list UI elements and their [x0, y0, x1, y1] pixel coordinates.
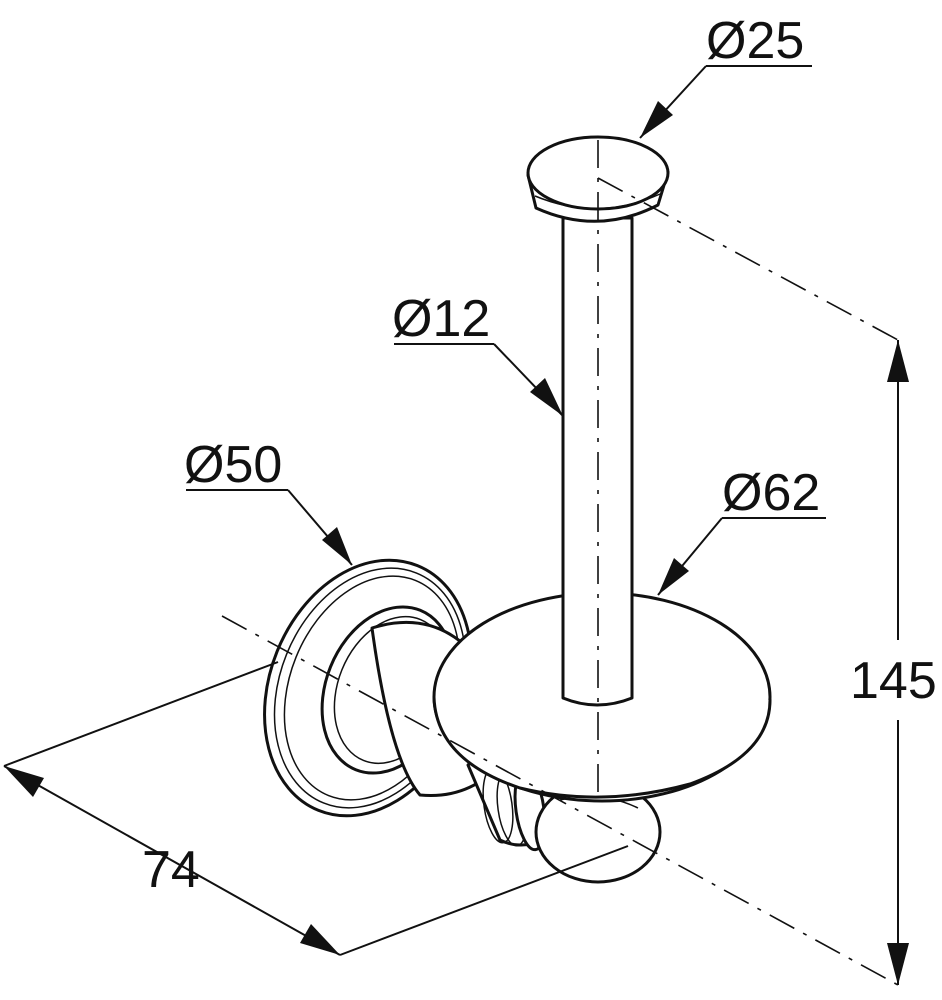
- top-cap-leader: [639, 65, 812, 139]
- top-cap-diameter-label: Ø25: [706, 12, 804, 70]
- depth-dimension: [3, 661, 629, 956]
- height-dimension: [887, 340, 909, 985]
- rosette-leader: [186, 489, 353, 566]
- depth-label: 74: [142, 841, 200, 899]
- plate-diameter-label: Ø62: [722, 464, 820, 522]
- rod-diameter-label: Ø12: [392, 290, 490, 348]
- center-lines: [221, 140, 899, 986]
- plate-leader: [657, 517, 826, 596]
- rod-leader: [394, 343, 564, 417]
- height-label: 145: [850, 652, 937, 710]
- rosette-diameter-label: Ø50: [184, 436, 282, 494]
